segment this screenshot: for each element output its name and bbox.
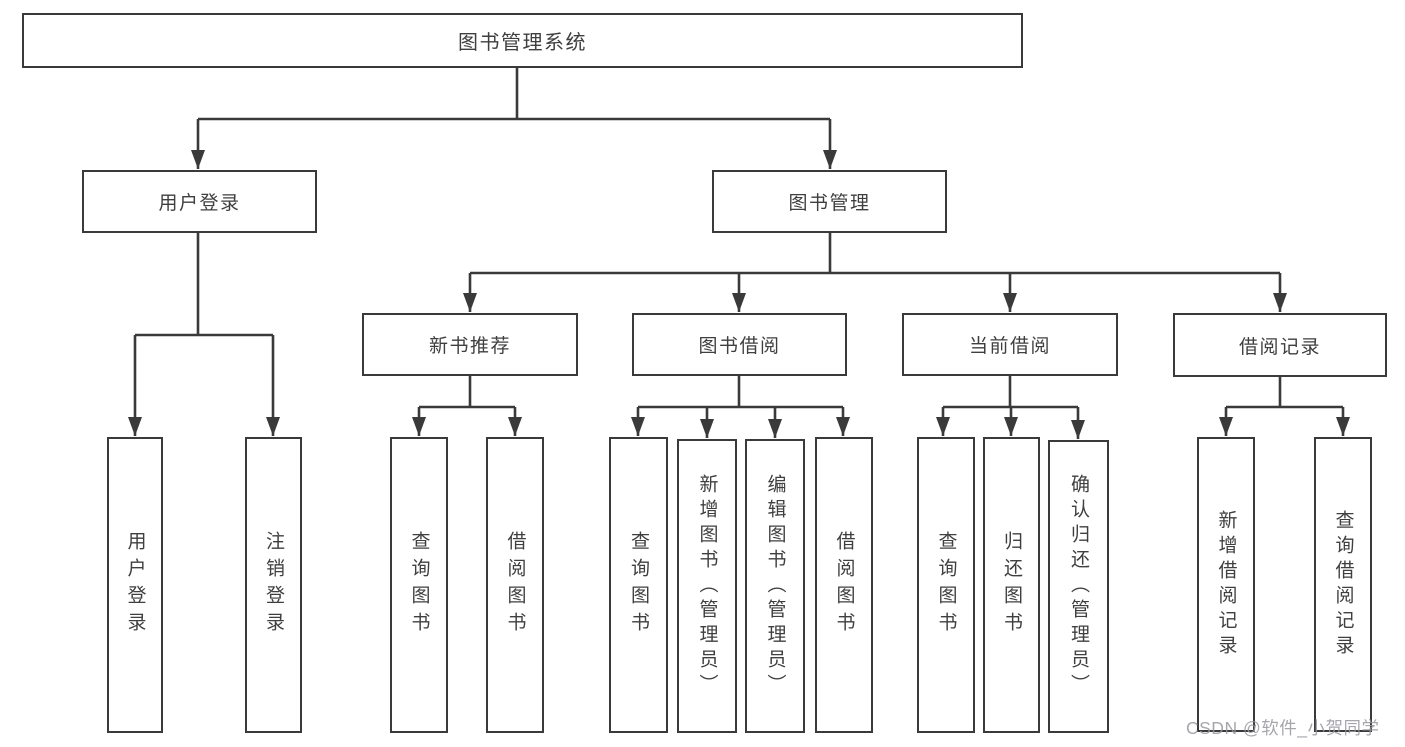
leaf-logout: 注销登录 — [245, 437, 302, 733]
connector-trunks — [135, 68, 1343, 409]
node-borrow-records: 借阅记录 — [1173, 313, 1387, 377]
leaf-query-borrow-record: 查询借阅记录 — [1314, 437, 1372, 732]
leaf-return-books: 归还图书 — [983, 437, 1040, 733]
leaf-query-books-borrowing: 查询图书 — [609, 437, 668, 733]
leaf-add-books-admin: 新增图书（管理员） — [677, 439, 737, 733]
leaf-edit-books-admin: 编辑图书（管理员） — [745, 439, 805, 733]
csdn-watermark: CSDN @软件_小贺同学 — [1186, 718, 1380, 738]
node-new-book-recommend: 新书推荐 — [362, 313, 578, 376]
node-current-borrowing: 当前借阅 — [902, 313, 1118, 376]
node-library-management-system: 图书管理系统 — [22, 13, 1023, 68]
leaf-user-login: 用户登录 — [107, 437, 163, 733]
leaf-query-books-recommend: 查询图书 — [390, 437, 448, 733]
node-book-borrowing: 图书借阅 — [632, 313, 847, 376]
leaf-borrow-books-recommend: 借阅图书 — [486, 437, 544, 733]
leaf-add-borrow-record: 新增借阅记录 — [1197, 437, 1255, 732]
leaf-query-books-current: 查询图书 — [917, 437, 975, 733]
leaf-borrow-books-borrowing: 借阅图书 — [815, 437, 873, 733]
node-book-management: 图书管理 — [712, 170, 947, 233]
leaf-confirm-return-admin: 确认归还（管理员） — [1048, 440, 1109, 733]
node-user-login: 用户登录 — [82, 170, 317, 233]
